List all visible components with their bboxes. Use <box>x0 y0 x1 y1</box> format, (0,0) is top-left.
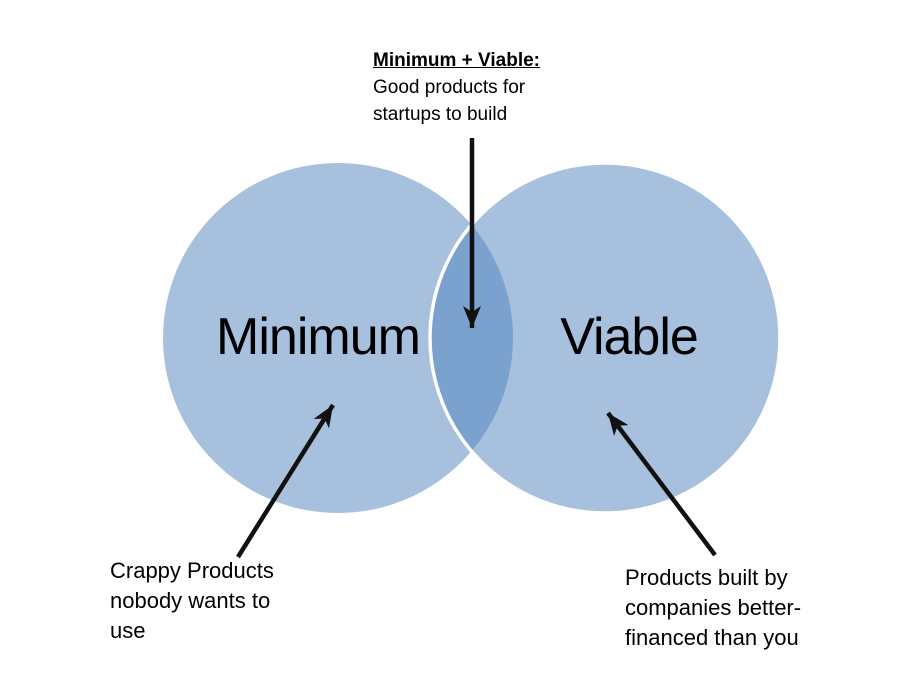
top-annotation-line: startups to build <box>373 104 508 125</box>
viable-circle-label: Viable <box>560 308 699 366</box>
left-annotation-line: nobody wants to <box>110 588 271 613</box>
right-venn-circle <box>430 163 780 513</box>
right-circle-white-edge <box>428 161 782 515</box>
minimum-circle-label: Minimum <box>216 308 421 366</box>
top-annotation-line: Good products for <box>373 77 526 98</box>
viable-arrow <box>606 411 717 557</box>
right-annotation-line: financed than you <box>625 625 799 650</box>
left-annotation-line: use <box>110 618 146 643</box>
right-annotation: Products built by companies better- fina… <box>625 563 801 653</box>
right-annotation-line: companies better- <box>625 595 802 620</box>
minimum-arrow <box>236 403 335 559</box>
top-annotation: Minimum + Viable: Good products for star… <box>373 47 540 128</box>
left-annotation: Crappy Products nobody wants to use <box>110 556 274 646</box>
right-annotation-line: Products built by <box>625 565 788 590</box>
left-venn-circle <box>163 163 513 513</box>
top-annotation-heading: Minimum + Viable: <box>373 50 540 71</box>
left-annotation-line: Crappy Products <box>110 558 274 583</box>
